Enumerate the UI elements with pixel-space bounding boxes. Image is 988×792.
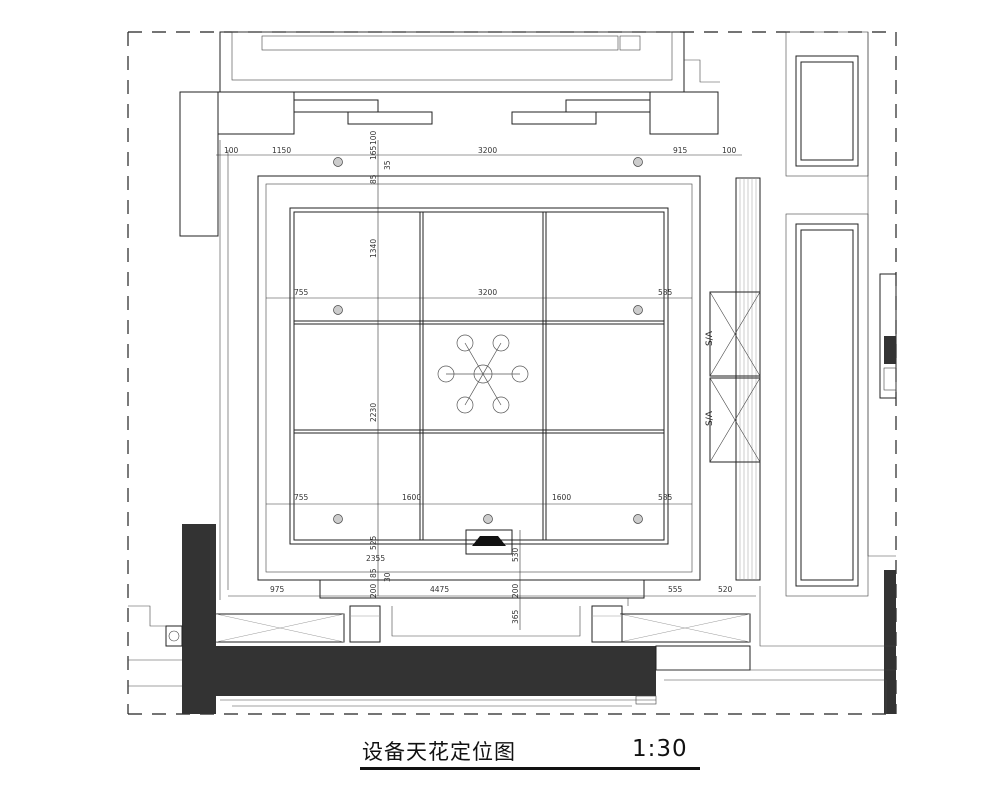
dim-top-2: 3200 [478,146,497,155]
dim-bot-0: 975 [270,585,285,594]
chandelier-icon [437,334,529,414]
dim-up-1: 3200 [478,288,497,297]
dim-lv-2: 35 [383,160,392,170]
ceiling-frame [219,140,701,600]
dim-low-0: 755 [294,493,309,502]
dim-low-1: 1600 [402,493,421,502]
dim-lb-1: 85 [369,568,378,578]
dim-lv-4: 1340 [369,239,378,258]
top-wall-panels [179,31,720,237]
dim-cv-1: 200 [511,583,520,598]
supply-air-label-1: S/A [705,330,715,346]
dim-cv-0: 530 [511,547,520,562]
dim-up-2: 585 [658,288,673,297]
supply-air-label-2: S/A [705,410,715,426]
dimension-texts: 100 1150 3200 915 100 100 165 35 85 1340… [224,130,737,624]
dim-lv-1: 165 [369,145,378,160]
dim-top-3: 915 [673,146,688,155]
dim-bot-3: 520 [718,585,733,594]
air-conditioner-icon [465,529,513,555]
dimension-lines [216,140,756,630]
title-underline [360,767,700,770]
dim-bot-1: 4475 [430,585,449,594]
dim-low-3: 585 [658,493,673,502]
dim-low-2: 1600 [552,493,571,502]
dim-lv-3: 85 [369,174,378,184]
drawing-scale: 1:30 [632,736,688,762]
dim-up-0: 755 [294,288,309,297]
dim-cv-2: 365 [511,609,520,624]
dim-lv-0: 100 [369,130,378,145]
dim-top-4: 100 [722,146,737,155]
right-wall-panels [709,31,897,714]
dim-lb-3: 200 [369,583,378,598]
downlight-icons [333,157,643,524]
dim-lb-0: 525 [369,535,378,550]
walls [128,524,896,714]
dim-sub: 2355 [366,554,385,563]
drawing-title: 设备天花定位图 [362,740,516,764]
dim-lv-5: 2230 [369,403,378,422]
dim-top-0: 100 [224,146,239,155]
dim-lb-2: 30 [383,572,392,582]
dim-bot-2: 555 [668,585,683,594]
dim-top-1: 1150 [272,146,291,155]
